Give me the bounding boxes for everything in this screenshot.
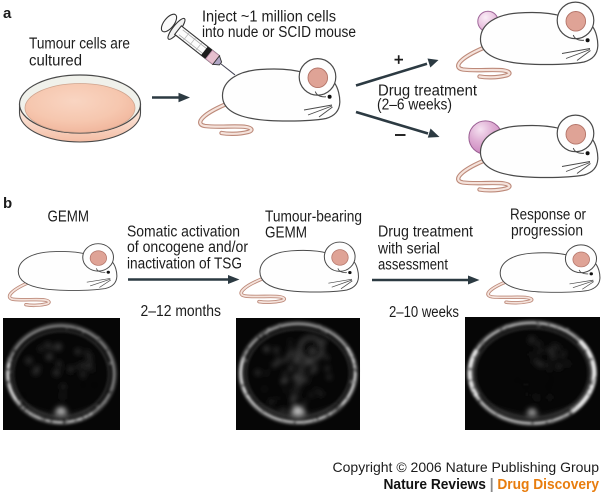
svg-text:b: b xyxy=(3,195,12,212)
svg-text:progression: progression xyxy=(511,223,583,240)
svg-text:assessment: assessment xyxy=(378,256,449,273)
svg-text:Somatic activation: Somatic activation xyxy=(127,223,240,240)
svg-text:Response or: Response or xyxy=(510,206,586,223)
svg-text:cultured: cultured xyxy=(29,52,82,69)
svg-text:Inject ~1 million cells: Inject ~1 million cells xyxy=(202,9,336,26)
svg-text:with serial: with serial xyxy=(377,240,440,257)
svg-text:Nature Reviews | Drug Discover: Nature Reviews | Drug Discovery xyxy=(384,477,600,493)
svg-text:GEMM: GEMM xyxy=(48,208,90,225)
svg-text:Copyright © 2006 Nature Publis: Copyright © 2006 Nature Publishing Group xyxy=(333,459,600,475)
svg-text:Tumour cells are: Tumour cells are xyxy=(29,35,130,52)
svg-text:Drug treatment: Drug treatment xyxy=(378,82,478,99)
svg-text:into nude or SCID mouse: into nude or SCID mouse xyxy=(202,24,356,41)
svg-text:2–12 months: 2–12 months xyxy=(141,303,222,320)
svg-text:of oncogene and/or: of oncogene and/or xyxy=(127,239,248,256)
svg-text:a: a xyxy=(3,5,12,22)
svg-text:(2–6 weeks): (2–6 weeks) xyxy=(377,97,452,114)
svg-text:2–10 weeks: 2–10 weeks xyxy=(389,304,459,321)
svg-text:inactivation of TSG: inactivation of TSG xyxy=(127,255,242,272)
svg-text:Drug treatment: Drug treatment xyxy=(378,223,474,240)
svg-text:Tumour-bearing: Tumour-bearing xyxy=(265,208,362,225)
svg-text:GEMM: GEMM xyxy=(265,224,307,241)
